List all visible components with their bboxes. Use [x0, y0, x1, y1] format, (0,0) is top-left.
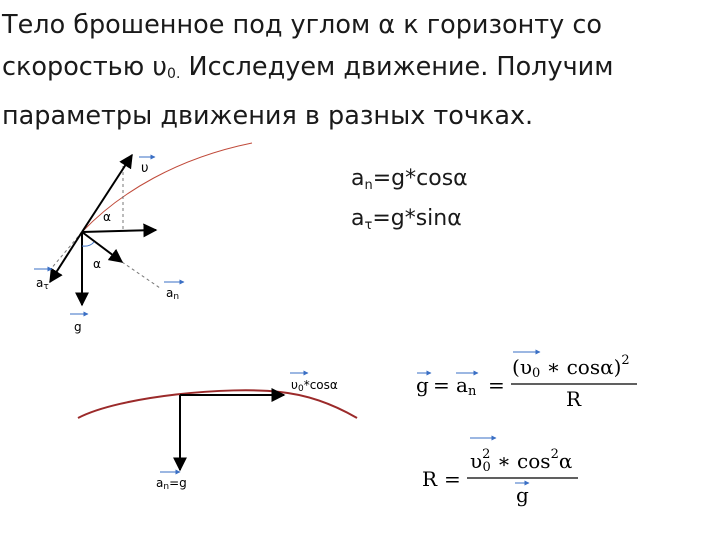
an-expression: =g*cosα	[372, 166, 468, 191]
formula-g-equals-2: =	[488, 373, 505, 397]
gravity-radius-formula: g = an = (υ0 ∗ cosα)2 R	[416, 349, 637, 411]
tangential-acceleration-formula: aτ=g*sinα	[351, 206, 462, 233]
title-line-3: параметры движения в разных точках.	[2, 101, 534, 131]
a-n-label: an	[166, 286, 179, 302]
title-line-2-end: Исследуем движение. Получим	[180, 52, 614, 82]
title-line-2-start: скоростью υ	[2, 52, 168, 82]
formula-g-letter: g	[416, 373, 429, 397]
alpha-upper-label: α	[103, 210, 111, 224]
normal-acceleration-formula: an=g*cosα	[351, 166, 468, 193]
apex-acceleration-label: an=g	[156, 476, 187, 492]
formula-g-equals-1: =	[433, 373, 450, 397]
trajectory-curve	[81, 142, 253, 233]
g-label: g	[74, 320, 82, 334]
horizontal-velocity-vector	[81, 223, 158, 238]
slide-title: Тело брошенное под углом α к горизонту с…	[2, 4, 714, 137]
formula-an-letter: an	[456, 373, 477, 399]
title-line-1: Тело брошенное под углом α к горизонту с…	[2, 10, 602, 40]
title-v0-subscript: 0.	[167, 66, 181, 82]
at-expression: =g*sinα	[372, 206, 462, 231]
formula-r-denominator: g	[516, 483, 529, 507]
formula-r-letter: R	[422, 467, 438, 491]
at-letter: a	[351, 206, 365, 231]
an-letter: a	[351, 166, 365, 191]
dashed-normal-guide	[121, 261, 161, 289]
formula-g-denominator: R	[566, 387, 582, 411]
apex-trajectory-arc	[77, 389, 358, 419]
an-subscript: n	[364, 178, 373, 193]
alpha-lower-label: α	[93, 257, 101, 271]
apex-velocity-label: υ0*cosα	[291, 378, 338, 394]
dashed-extension-guide	[49, 231, 83, 271]
velocity-vector	[81, 153, 133, 233]
tangential-acceleration-vector	[49, 231, 83, 284]
formula-g-numerator: (υ0 ∗ cosα)2	[512, 353, 630, 381]
a-tau-label: aτ	[36, 276, 49, 292]
normal-acceleration-vector	[81, 231, 124, 263]
at-subscript: τ	[364, 218, 373, 233]
formula-r-equals: =	[444, 467, 461, 491]
alpha-angle-arc	[81, 241, 95, 247]
velocity-label: υ	[141, 161, 149, 176]
